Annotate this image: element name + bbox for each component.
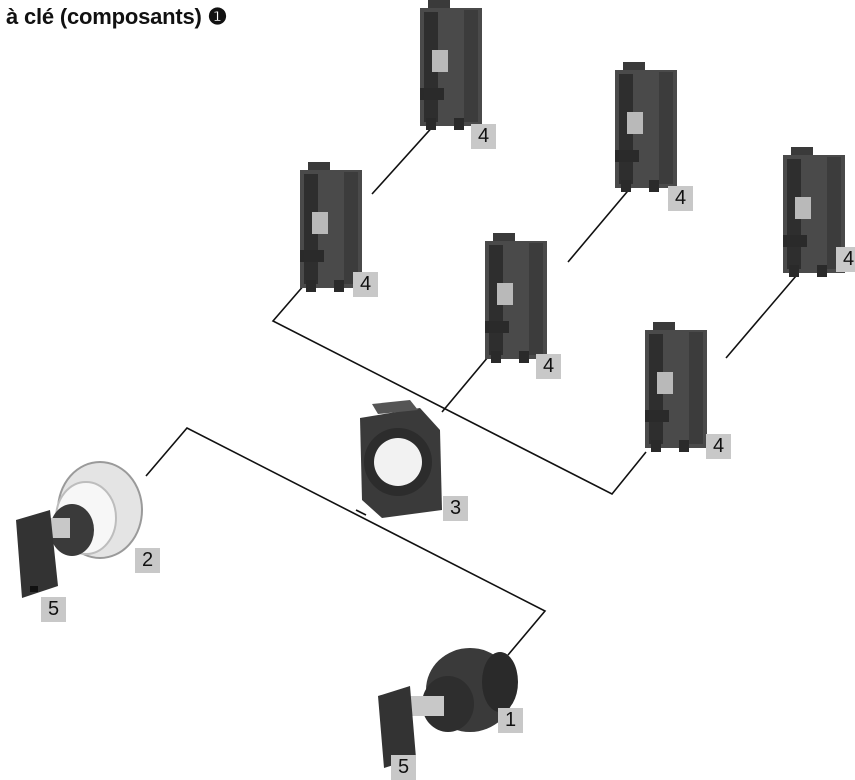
- label-key-left: 5: [41, 597, 66, 622]
- illuminated-key-selector-head: [16, 461, 143, 598]
- diagram-title: à clé (composants) ❶: [6, 4, 228, 29]
- label-illuminated-key-selector-head: 2: [135, 548, 160, 573]
- label-contact-block-left: 4: [353, 272, 378, 297]
- label-contact-block-lower-right: 4: [706, 434, 731, 459]
- contact-block-lower-right: [645, 322, 707, 452]
- label-mounting-adapter: 3: [443, 496, 468, 521]
- label-contact-block-top: 4: [471, 124, 496, 149]
- contact-block-mid-right: [615, 62, 677, 192]
- key-selector-head: [378, 648, 518, 768]
- label-contact-block-center: 4: [536, 354, 561, 379]
- contact-block-center: [485, 233, 547, 363]
- label-key-bottom: 5: [391, 755, 416, 780]
- label-contact-block-mid-right: 4: [668, 186, 693, 211]
- contact-block-top: [420, 0, 482, 130]
- label-contact-block-far-right: 4: [836, 247, 855, 272]
- connector-lines: [145, 122, 797, 656]
- label-key-selector-head: 1: [498, 708, 523, 733]
- mounting-adapter: [360, 400, 442, 518]
